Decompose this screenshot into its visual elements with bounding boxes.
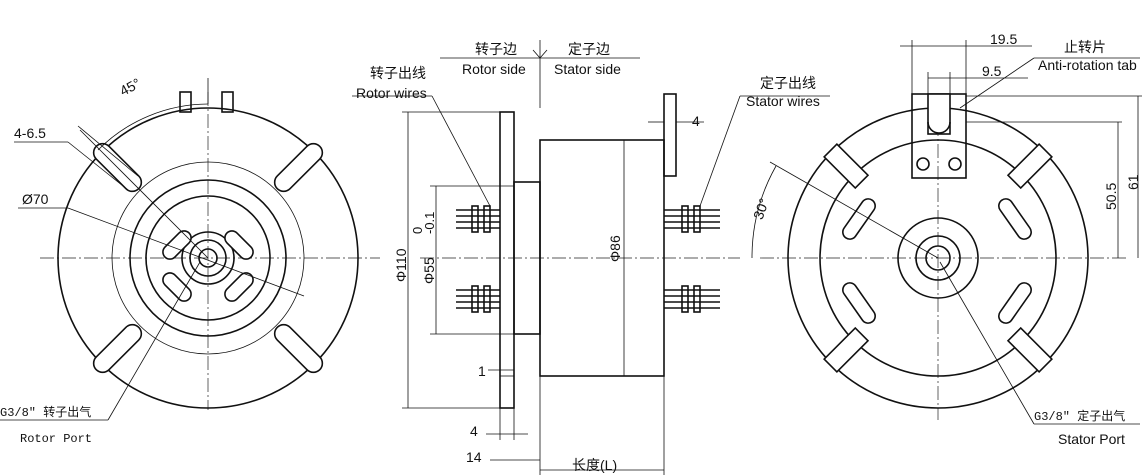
tab-label-en: Anti-rotation tab [1038, 57, 1137, 73]
rotor-side-en: Rotor side [462, 61, 526, 77]
stator-side-en: Stator side [554, 61, 621, 77]
rotor-port-label-cn: G3/8" 转子出气 [0, 404, 91, 420]
stator-port-label-en: Stator Port [1058, 431, 1125, 447]
left-holes-dim: 4-6.5 [14, 125, 46, 141]
flange-notch [823, 143, 1053, 373]
rotor-port-label-en: Rotor Port [20, 432, 92, 446]
flange-dim: 4 [470, 423, 478, 439]
rotor-wires-en: Rotor wires [356, 85, 427, 101]
gap-dim: 1 [478, 363, 486, 379]
total-dia-dim: Φ110 [393, 248, 409, 282]
shaft-tol-upper: 0 [410, 227, 425, 234]
stator-wires-en: Stator wires [746, 93, 820, 109]
left-view: 45° 4-6.5 Ø70 G3/8" 转子出气 Rotor Port [0, 75, 380, 446]
left-circle-dim: Ø70 [22, 191, 49, 207]
stator-side-cn: 定子边 [568, 41, 610, 57]
shaft-tol-lower: -0.1 [422, 212, 437, 234]
right-angle-dim: 30° [750, 196, 772, 221]
right-view: 19.5 9.5 止转片 Anti-rotation tab 30° 50.5 … [750, 31, 1142, 447]
stator-port-label-cn: G3/8" 定子出气 [1034, 408, 1125, 424]
body-dia-dim: Φ86 [607, 235, 623, 262]
rotor-wires [456, 205, 500, 313]
tab-label-cn: 止转片 [1064, 39, 1106, 55]
height-dim-1: 50.5 [1103, 183, 1119, 210]
stator-wires [664, 205, 720, 313]
wire-slots [162, 230, 254, 302]
wire-slots [842, 198, 1032, 324]
side-view: 转子边 Rotor side 定子边 Stator side [352, 40, 830, 475]
length-dim: 长度(L) [572, 457, 617, 473]
tab-width-dim: 19.5 [990, 31, 1017, 47]
tab-thickness-dim: 4 [692, 113, 700, 129]
shaft-dia-dim: Φ55 [421, 257, 437, 284]
rotor-side-cn: 转子边 [475, 41, 517, 57]
left-angle-dim: 45° [117, 75, 143, 99]
height-dim-2: 61 [1125, 174, 1141, 190]
rotor-wires-cn: 转子出线 [370, 65, 426, 81]
stator-wires-cn: 定子出线 [760, 75, 816, 91]
offset-dim: 14 [466, 449, 482, 465]
tab-slot-dim: 9.5 [982, 63, 1002, 79]
